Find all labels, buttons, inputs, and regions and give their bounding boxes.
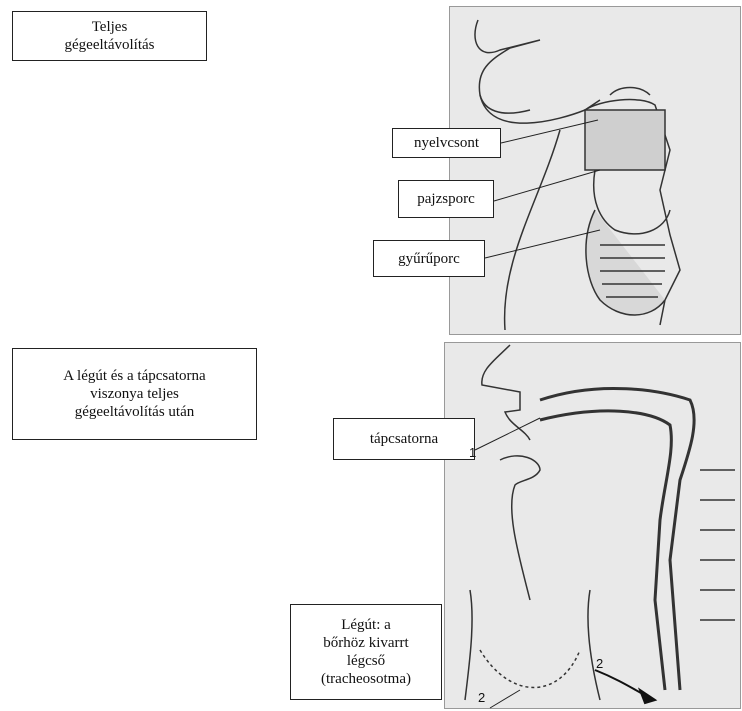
airway-sketch xyxy=(465,345,735,700)
top-title-line-2: gégeeltávolítás xyxy=(65,36,155,54)
bottom-title-line-2: viszonya teljes xyxy=(90,385,179,403)
marker-2-arrow: 2 xyxy=(596,656,603,671)
leader-thyroid xyxy=(494,170,600,201)
leader-cricoid xyxy=(485,230,600,258)
label-airway-line-4: (tracheosotma) xyxy=(321,670,411,688)
leader-marker-2 xyxy=(490,690,520,708)
larynx-sketch xyxy=(475,20,680,330)
label-cricoid: gyűrűporc xyxy=(373,240,485,277)
label-hyoid-text: nyelvcsont xyxy=(414,134,479,152)
top-title-line-1: Teljes xyxy=(92,18,128,36)
label-thyroid-text: pajzsporc xyxy=(417,190,474,208)
label-airway-line-2: bőrhöz kivarrt xyxy=(323,634,408,652)
label-food-tract: tápcsatorna xyxy=(333,418,475,460)
bottom-title-box: A légút és a tápcsatorna viszonya teljes… xyxy=(12,348,257,440)
label-airway: Légút: a bőrhöz kivarrt légcső (tracheos… xyxy=(290,604,442,700)
label-airway-line-3: légcső xyxy=(347,652,385,670)
marker-1: 1 xyxy=(469,445,476,460)
bottom-title-line-3: gégeeltávolítás után xyxy=(75,403,195,421)
label-airway-line-1: Légút: a xyxy=(341,616,391,634)
label-cricoid-text: gyűrűporc xyxy=(398,250,460,268)
leader-food-tract xyxy=(475,418,540,450)
bottom-title-line-1: A légút és a tápcsatorna xyxy=(63,367,205,385)
label-hyoid: nyelvcsont xyxy=(392,128,501,158)
label-thyroid: pajzsporc xyxy=(398,180,494,218)
label-food-tract-text: tápcsatorna xyxy=(370,430,438,448)
marker-2-stoma: 2 xyxy=(478,690,485,705)
airway-arrow-head xyxy=(640,690,655,703)
top-title-box: Teljes gégeeltávolítás xyxy=(12,11,207,61)
